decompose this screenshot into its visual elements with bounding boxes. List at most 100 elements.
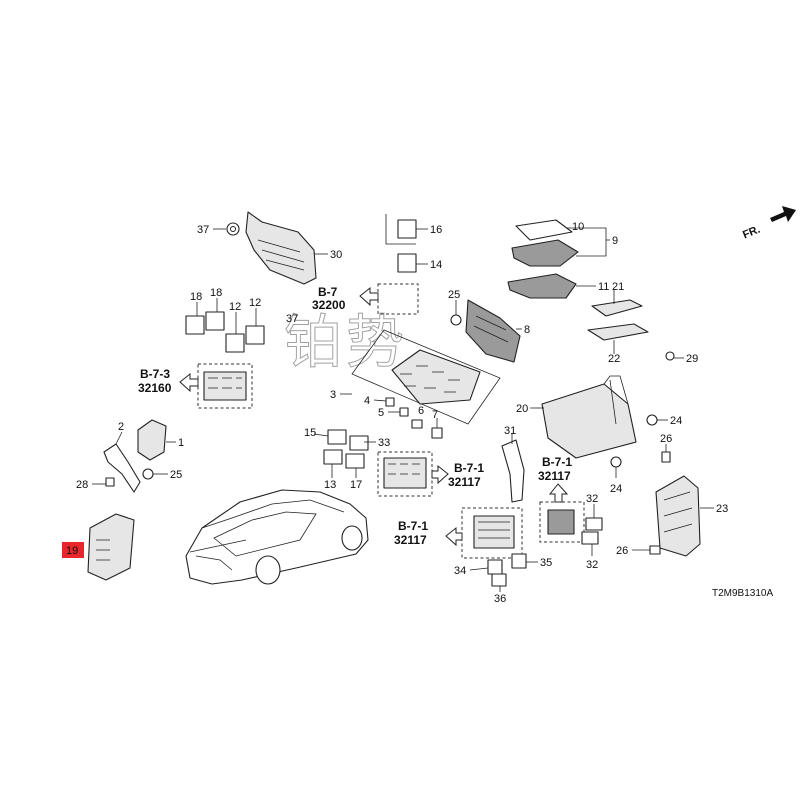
- label-18b: 18: [210, 287, 222, 299]
- ref-b-7-1-c-line1: B-7-1: [398, 519, 428, 533]
- label-16: 16: [430, 224, 442, 236]
- ref-b-7-top-line2: 32200: [312, 298, 346, 312]
- label-37: 37: [197, 224, 209, 236]
- ref-b-7-3-arrow-icon: [179, 372, 199, 393]
- part-37-nut[interactable]: 37: [197, 222, 240, 236]
- label-22: 22: [608, 353, 620, 365]
- part-9-cover[interactable]: [511, 239, 579, 267]
- part-31-bracket[interactable]: 31: [501, 425, 525, 503]
- label-4: 4: [364, 395, 370, 407]
- label-33: 33: [378, 437, 390, 449]
- part-22-connector[interactable]: 22: [587, 323, 649, 365]
- label-28: 28: [76, 479, 88, 491]
- label-6: 6: [418, 405, 424, 417]
- label-7: 7: [432, 409, 438, 421]
- part-24-nuts[interactable]: 24 24: [610, 414, 682, 495]
- part-7-fuse[interactable]: 7: [431, 409, 443, 439]
- part-10-label-sheet[interactable]: 10: [515, 219, 598, 241]
- label-36: 36: [494, 593, 506, 605]
- label-31: 31: [504, 425, 516, 437]
- label-24a: 24: [670, 415, 682, 427]
- label-35: 35: [540, 557, 552, 569]
- label-14: 14: [430, 259, 442, 271]
- vehicle-sedan-illustration: [185, 489, 369, 585]
- label-32a: 32: [586, 493, 598, 505]
- label-17: 17: [350, 479, 362, 491]
- label-32b: 32: [586, 559, 598, 571]
- part-25-nut-left[interactable]: 25: [142, 468, 182, 481]
- ref-b-7-1-a-line1: B-7-1: [454, 461, 484, 475]
- part-26-bolts[interactable]: 26 26: [616, 433, 672, 557]
- part-21-connector[interactable]: 21: [591, 281, 643, 317]
- ref-b-7-top-line1: B-7: [318, 285, 338, 299]
- part-8-box[interactable]: 8: [465, 299, 530, 363]
- label-30: 30: [330, 249, 342, 261]
- part-30-cover[interactable]: 30: [245, 211, 342, 285]
- label-12a: 12: [229, 301, 241, 313]
- label-21: 21: [612, 281, 624, 293]
- part-4-fuse[interactable]: 4: [364, 395, 395, 407]
- part-2-bracket[interactable]: 2: [103, 421, 141, 493]
- label-10: 10: [572, 221, 584, 233]
- direction-arrow-icon: [770, 206, 796, 222]
- ref-b-7-3[interactable]: B-7-3 32160: [138, 363, 253, 409]
- part-16-14-relays[interactable]: 16 14: [385, 214, 442, 273]
- label-3: 3: [330, 389, 336, 401]
- label-25a: 25: [448, 289, 460, 301]
- part-19-module[interactable]: 19: [62, 513, 135, 581]
- diagram-code: T2M9B1310A: [712, 588, 773, 599]
- ref-b-7-1-c-line2: 32117: [394, 533, 427, 547]
- relay-group-left[interactable]: 18 18 12 12: [185, 287, 265, 353]
- part-20-control-unit[interactable]: 20: [516, 375, 637, 459]
- label-5: 5: [378, 407, 384, 419]
- ref-b-7-1-a-line2: 32117: [448, 475, 481, 489]
- part-25-nut-top[interactable]: 25: [448, 289, 462, 326]
- label-1: 1: [178, 437, 184, 449]
- part-5-fuse[interactable]: 5: [378, 407, 409, 419]
- ref-b-7-1-a-arrow-icon: [431, 464, 449, 485]
- label-29: 29: [686, 353, 698, 365]
- relay-group-34-36[interactable]: 34 35 36: [454, 553, 552, 605]
- part-3-main-fuse-box[interactable]: 3: [330, 329, 501, 425]
- ref-b-7-1-c[interactable]: B-7-1 32117: [394, 507, 523, 559]
- label-34: 34: [454, 565, 466, 577]
- part-23-bracket[interactable]: 23: [655, 475, 728, 557]
- label-23: 23: [716, 503, 728, 515]
- label-25b: 25: [170, 469, 182, 481]
- label-11: 11: [598, 281, 609, 293]
- ref-b-7-1-b-line2: 32117: [538, 469, 571, 483]
- label-18a: 18: [190, 291, 202, 303]
- label-2: 2: [118, 421, 124, 433]
- front-direction-indicator: FR.: [741, 206, 796, 241]
- label-15: 15: [304, 427, 316, 439]
- ref-b-7-top[interactable]: B-7 32200 37: [286, 283, 419, 325]
- part-1-box[interactable]: 1: [137, 419, 184, 461]
- ref-b-7-3-line1: B-7-3: [140, 367, 170, 381]
- label-9: 9: [612, 235, 618, 247]
- ref-b-7-1-b-line1: B-7-1: [542, 455, 572, 469]
- part-9-bracket-line: 9: [576, 227, 618, 257]
- watermark-text: 铂势: [284, 308, 408, 376]
- part-6-fuse[interactable]: 6: [411, 405, 424, 429]
- ref-b-7-3-line2: 32160: [138, 381, 172, 395]
- label-26b: 26: [616, 545, 628, 557]
- highlight-19: [62, 542, 84, 558]
- label-13: 13: [324, 479, 336, 491]
- part-29-screw[interactable]: 29: [665, 351, 698, 365]
- ref-b-7-1-c-arrow-icon: [445, 526, 463, 547]
- label-20: 20: [516, 403, 528, 415]
- ref-b-7-1-b-arrow-icon: [548, 483, 569, 503]
- direction-label: FR.: [741, 224, 762, 242]
- ref-b-7-1-a[interactable]: B-7-1 32117: [377, 451, 484, 497]
- label-26a: 26: [660, 433, 672, 445]
- ref-b-7-1-b[interactable]: B-7-1 32117: [538, 455, 585, 543]
- ref-b-7-top-arrow-icon: [359, 286, 379, 307]
- label-37b: 37: [286, 313, 298, 325]
- label-8: 8: [524, 324, 530, 336]
- fuse-group-15-33[interactable]: 15 33 13 17: [304, 427, 390, 491]
- part-28-bolt[interactable]: 28: [76, 477, 115, 491]
- part-11-cover[interactable]: 11: [507, 273, 609, 299]
- label-12b: 12: [249, 297, 261, 309]
- part-32-fuses[interactable]: 32 32: [581, 493, 603, 571]
